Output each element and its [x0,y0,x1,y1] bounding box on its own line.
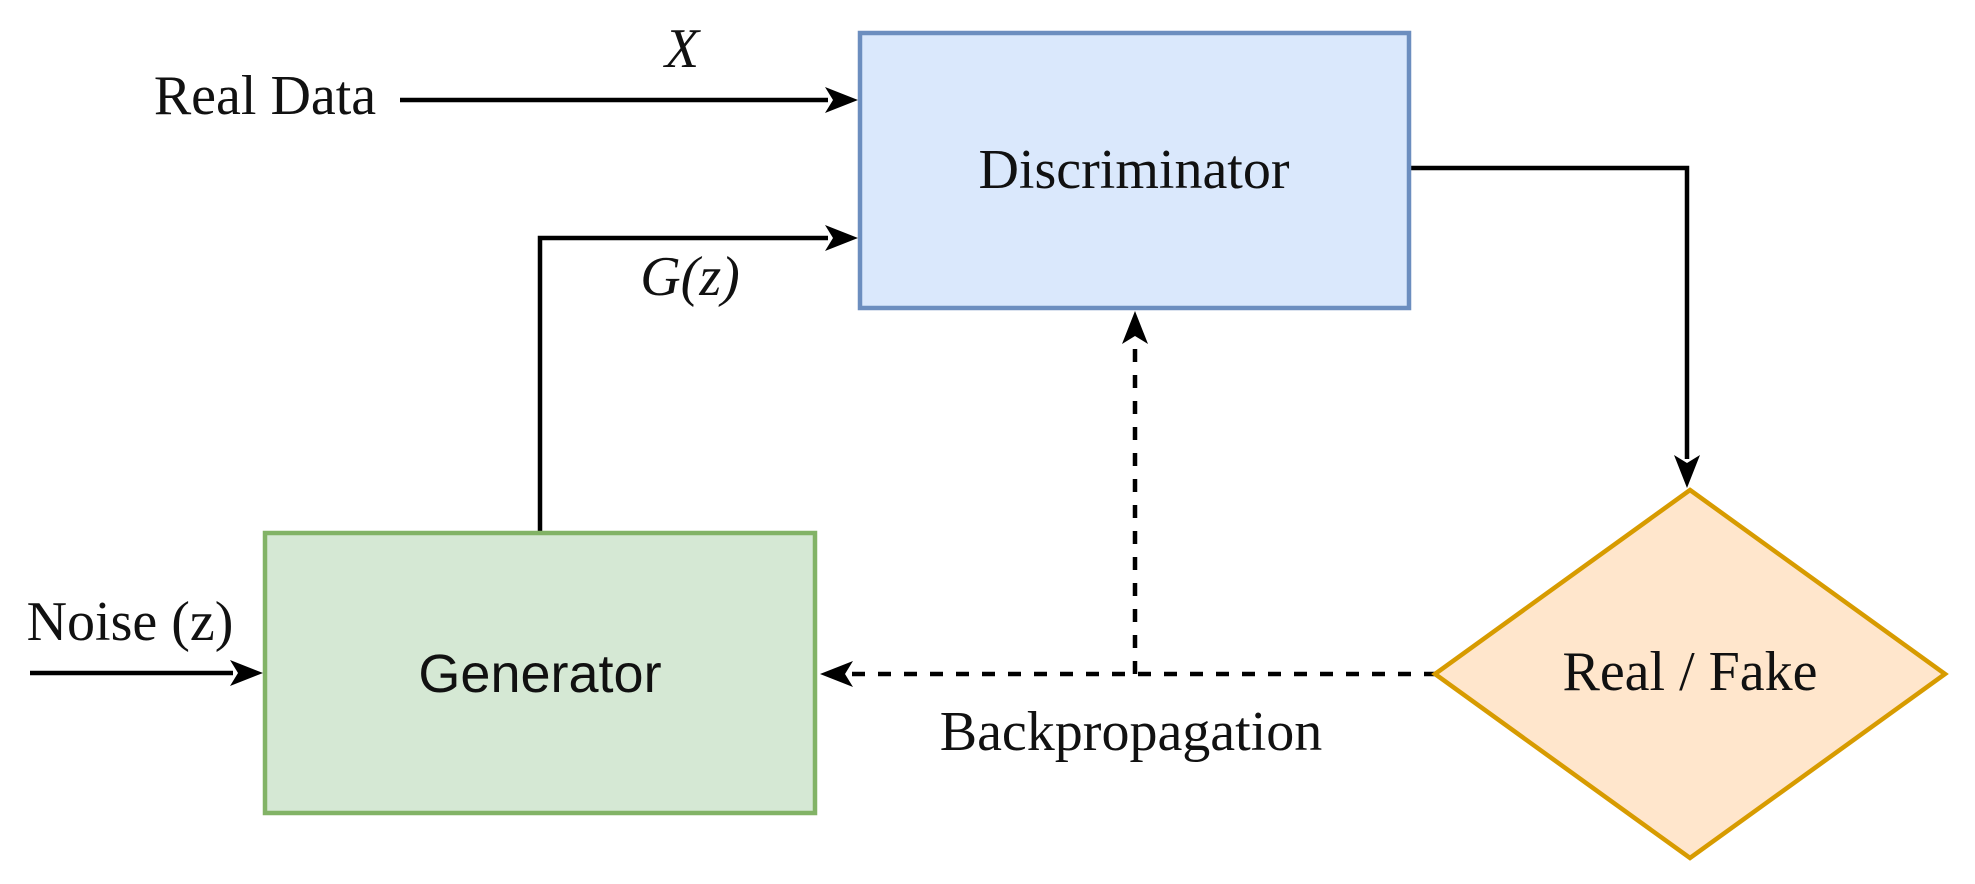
real-fake-label: Real / Fake [1562,641,1818,703]
arrowhead-right-gz [825,225,858,251]
generator-node [265,533,815,813]
edge-generator-to-discriminator [537,225,858,533]
backpropagation-label: Backpropagation [939,701,1323,763]
x-label: X [664,18,700,80]
real-fake-node-border [1431,487,1949,861]
noise-label: Noise (z) [26,591,234,653]
arrowhead-down-output [1674,455,1700,488]
edge-backpropagation [820,311,1437,687]
generator-node-border [262,530,818,816]
edge-real-data-to-discriminator [400,87,858,113]
discriminator-node-border [857,30,1412,311]
real-data-label: Real Data [153,65,377,127]
generator-label: Generator [418,644,662,704]
arrowhead-up-backprop [1122,311,1148,344]
edge-noise-to-generator [30,660,263,686]
arrowhead-right-noise [230,660,263,686]
edge-discriminator-to-realfake [1409,165,1700,488]
edge-output-line [1409,165,1690,459]
discriminator-label: Discriminator [978,139,1290,201]
arrowhead-right-x [825,87,858,113]
gz-label: G(z) [640,246,740,308]
arrowhead-left-backprop [820,661,853,687]
edge-gz-line [537,235,828,533]
discriminator-node [860,33,1409,308]
